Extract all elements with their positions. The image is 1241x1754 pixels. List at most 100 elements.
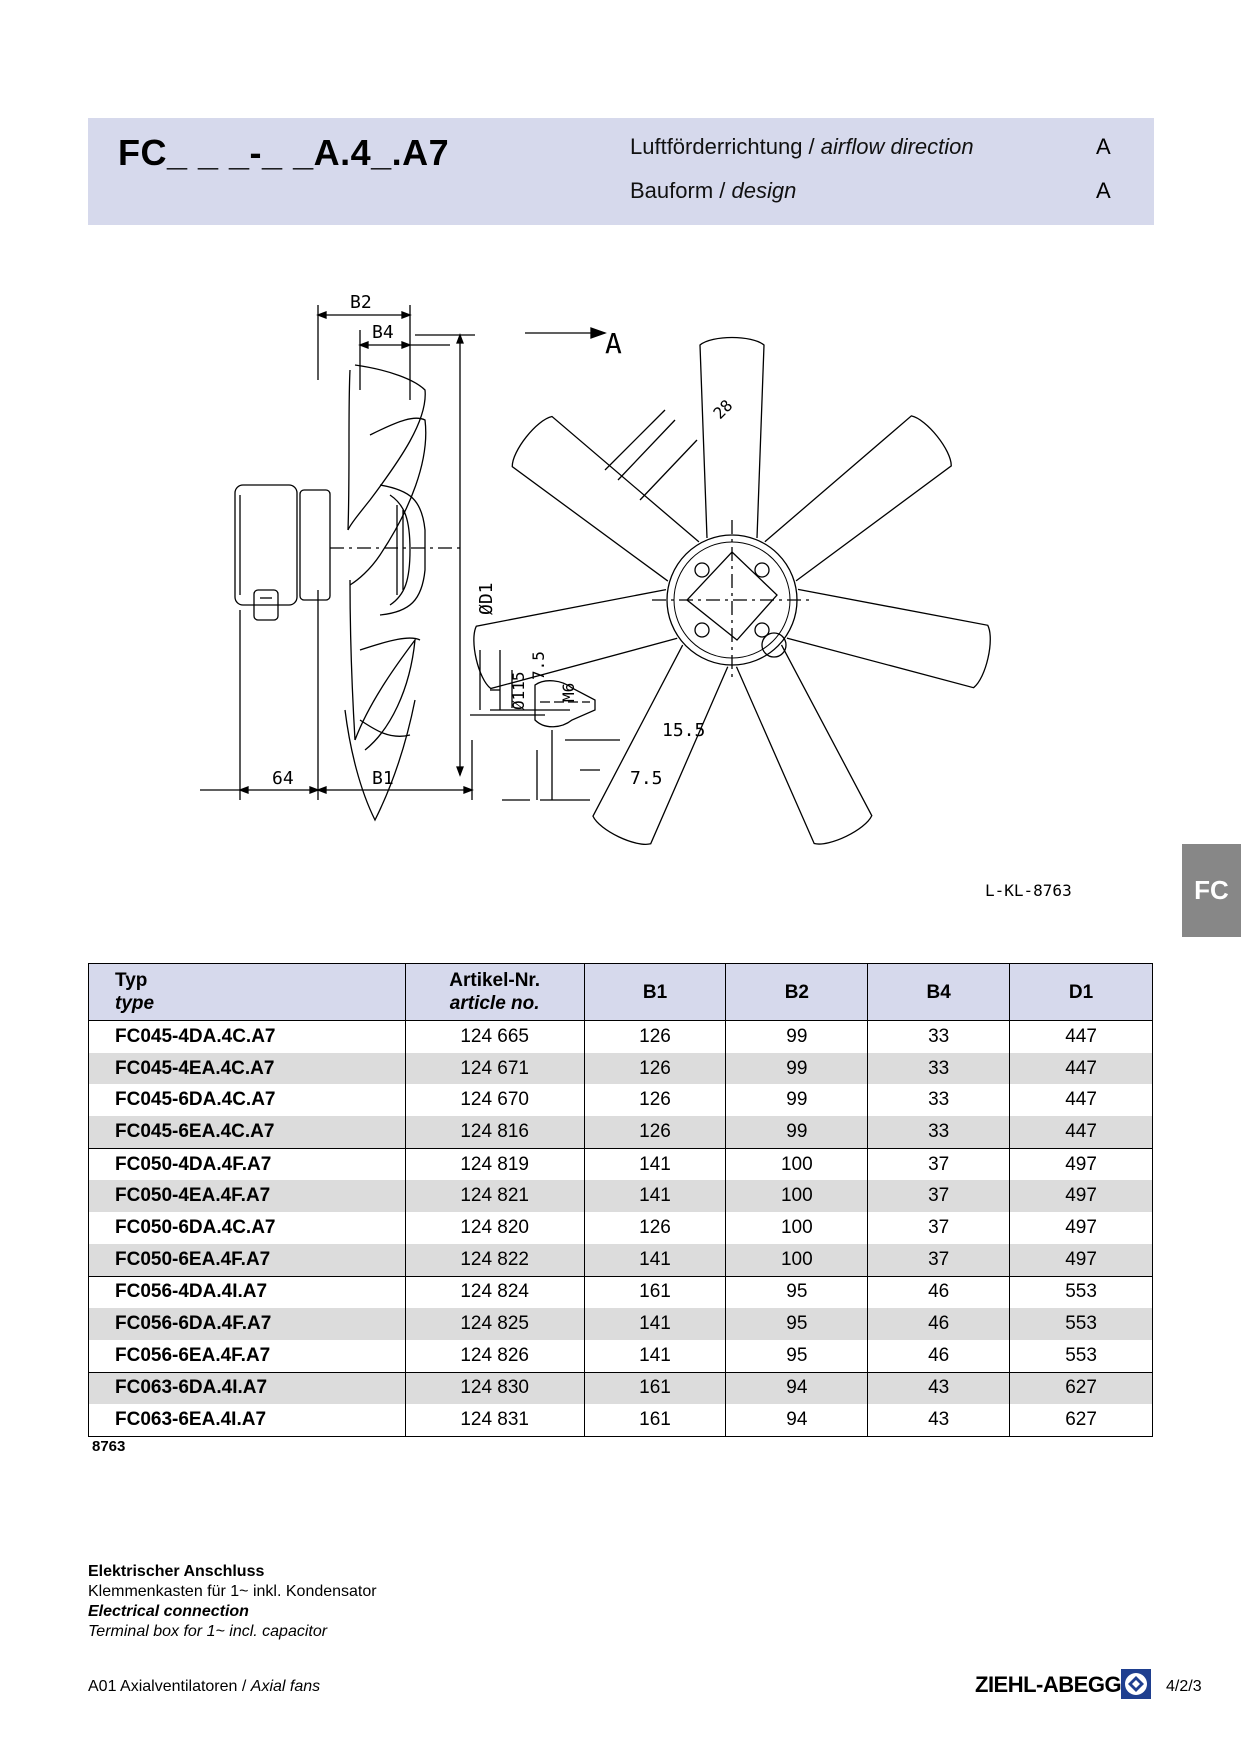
cell-b2: 99 <box>725 1084 869 1117</box>
cell-d1: 553 <box>1009 1339 1153 1373</box>
cell-type: FC050-4DA.4F.A7 <box>88 1147 406 1181</box>
cell-article: 124 819 <box>404 1147 585 1181</box>
article-en: article no. <box>449 993 540 1014</box>
cell-d1: 553 <box>1009 1275 1153 1309</box>
design-de: Bauform / <box>630 178 732 203</box>
cell-d1: 627 <box>1009 1404 1153 1437</box>
cell-b4: 37 <box>867 1180 1011 1213</box>
cell-b4: 33 <box>867 1020 1011 1053</box>
cell-b2: 95 <box>725 1308 869 1340</box>
cell-b1: 141 <box>583 1308 727 1340</box>
drawing-reference: L-KL-8763 <box>985 881 1072 900</box>
cell-article: 124 820 <box>404 1212 585 1244</box>
dim-115-label: Ø115 <box>509 671 528 710</box>
cell-article: 124 670 <box>404 1084 585 1117</box>
cell-type: FC050-6EA.4F.A7 <box>88 1243 406 1276</box>
cell-b2: 94 <box>725 1371 869 1405</box>
cell-b4: 46 <box>867 1308 1011 1340</box>
cell-b4: 33 <box>867 1084 1011 1117</box>
airflow-direction-value: A <box>1096 134 1111 159</box>
model-code: FC_ _ _-_ _A.4_.A7 <box>118 132 450 173</box>
table-note: 8763 <box>92 1438 126 1455</box>
cell-b2: 94 <box>725 1404 869 1437</box>
electrical-title-de: Elektrischer Anschluss <box>88 1563 265 1580</box>
cell-type: FC056-6EA.4F.A7 <box>88 1339 406 1373</box>
cell-b1: 141 <box>583 1339 727 1373</box>
page-number: 4/2/3 <box>1166 1678 1202 1695</box>
cell-b2: 95 <box>725 1275 869 1309</box>
cell-d1: 447 <box>1009 1020 1153 1053</box>
airflow-en: airflow direction <box>820 134 974 159</box>
electrical-text-de: Klemmenkasten für 1~ inkl. Kondensator <box>88 1583 377 1600</box>
fan-technical-drawing: B2 B4 ØD1 64 B1 A 28 Ø115 7.5 M6 15.5 7.… <box>200 292 1072 900</box>
cell-d1: 497 <box>1009 1212 1153 1244</box>
cell-type: FC056-6DA.4F.A7 <box>88 1308 406 1340</box>
cell-b1: 161 <box>583 1275 727 1309</box>
cell-b2: 100 <box>725 1147 869 1181</box>
cell-b4: 37 <box>867 1212 1011 1244</box>
cell-type: FC045-6DA.4C.A7 <box>88 1084 406 1117</box>
design-value: A <box>1096 178 1111 203</box>
cell-b4: 46 <box>867 1339 1011 1373</box>
cell-d1: 447 <box>1009 1116 1153 1149</box>
cell-b1: 141 <box>583 1243 727 1276</box>
cell-d1: 553 <box>1009 1308 1153 1340</box>
m6-label: M6 <box>559 683 578 702</box>
cell-b1: 161 <box>583 1404 727 1437</box>
section-tab: FC <box>1182 844 1241 937</box>
dim-7-5-top-label: 7.5 <box>529 651 548 680</box>
type-de: Typ <box>115 970 148 991</box>
col-b1-header: B1 <box>583 963 727 1021</box>
cell-b4: 46 <box>867 1275 1011 1309</box>
article-de: Artikel-Nr. <box>449 970 541 991</box>
footer-category: A01 Axialventilatoren / Axial fans <box>88 1678 320 1696</box>
cell-d1: 497 <box>1009 1243 1153 1276</box>
cell-b1: 161 <box>583 1371 727 1405</box>
dim-7-5-bottom-label: 7.5 <box>630 768 663 789</box>
dim-15-5-label: 15.5 <box>662 720 705 741</box>
cell-article: 124 822 <box>404 1243 585 1276</box>
col-b4-header: B4 <box>867 963 1011 1021</box>
cell-b4: 37 <box>867 1147 1011 1181</box>
cell-d1: 627 <box>1009 1371 1153 1405</box>
cell-b2: 95 <box>725 1339 869 1373</box>
cell-type: FC045-4DA.4C.A7 <box>88 1020 406 1053</box>
cell-article: 124 831 <box>404 1404 585 1437</box>
cell-b2: 100 <box>725 1243 869 1276</box>
dim-b1-label: B1 <box>372 768 394 789</box>
cell-b2: 99 <box>725 1020 869 1053</box>
cell-article: 124 671 <box>404 1052 585 1085</box>
cell-d1: 447 <box>1009 1052 1153 1085</box>
cell-type: FC063-6EA.4I.A7 <box>88 1404 406 1437</box>
cell-d1: 447 <box>1009 1084 1153 1117</box>
cell-type: FC045-4EA.4C.A7 <box>88 1052 406 1085</box>
design-en: design <box>731 178 797 203</box>
cell-b4: 33 <box>867 1116 1011 1149</box>
arrow-a-label: A <box>605 327 622 360</box>
electrical-title-en: Electrical connection <box>88 1603 249 1620</box>
cell-b1: 126 <box>583 1052 727 1085</box>
dim-28-label: 28 <box>709 396 736 423</box>
brand-name: ZIEHL-ABEGG <box>975 1672 1122 1697</box>
cell-d1: 497 <box>1009 1180 1153 1213</box>
cell-article: 124 665 <box>404 1020 585 1053</box>
header-band: FC_ _ _-_ _A.4_.A7 Luftförderrichtung / … <box>88 118 1154 225</box>
cell-d1: 497 <box>1009 1147 1153 1181</box>
cell-article: 124 826 <box>404 1339 585 1373</box>
cell-type: FC050-6DA.4C.A7 <box>88 1212 406 1244</box>
cell-b1: 126 <box>583 1212 727 1244</box>
dim-d1-label: ØD1 <box>476 582 497 615</box>
cell-article: 124 816 <box>404 1116 585 1149</box>
cell-type: FC063-6DA.4I.A7 <box>88 1371 406 1405</box>
design-label: Bauform / design <box>630 178 796 204</box>
